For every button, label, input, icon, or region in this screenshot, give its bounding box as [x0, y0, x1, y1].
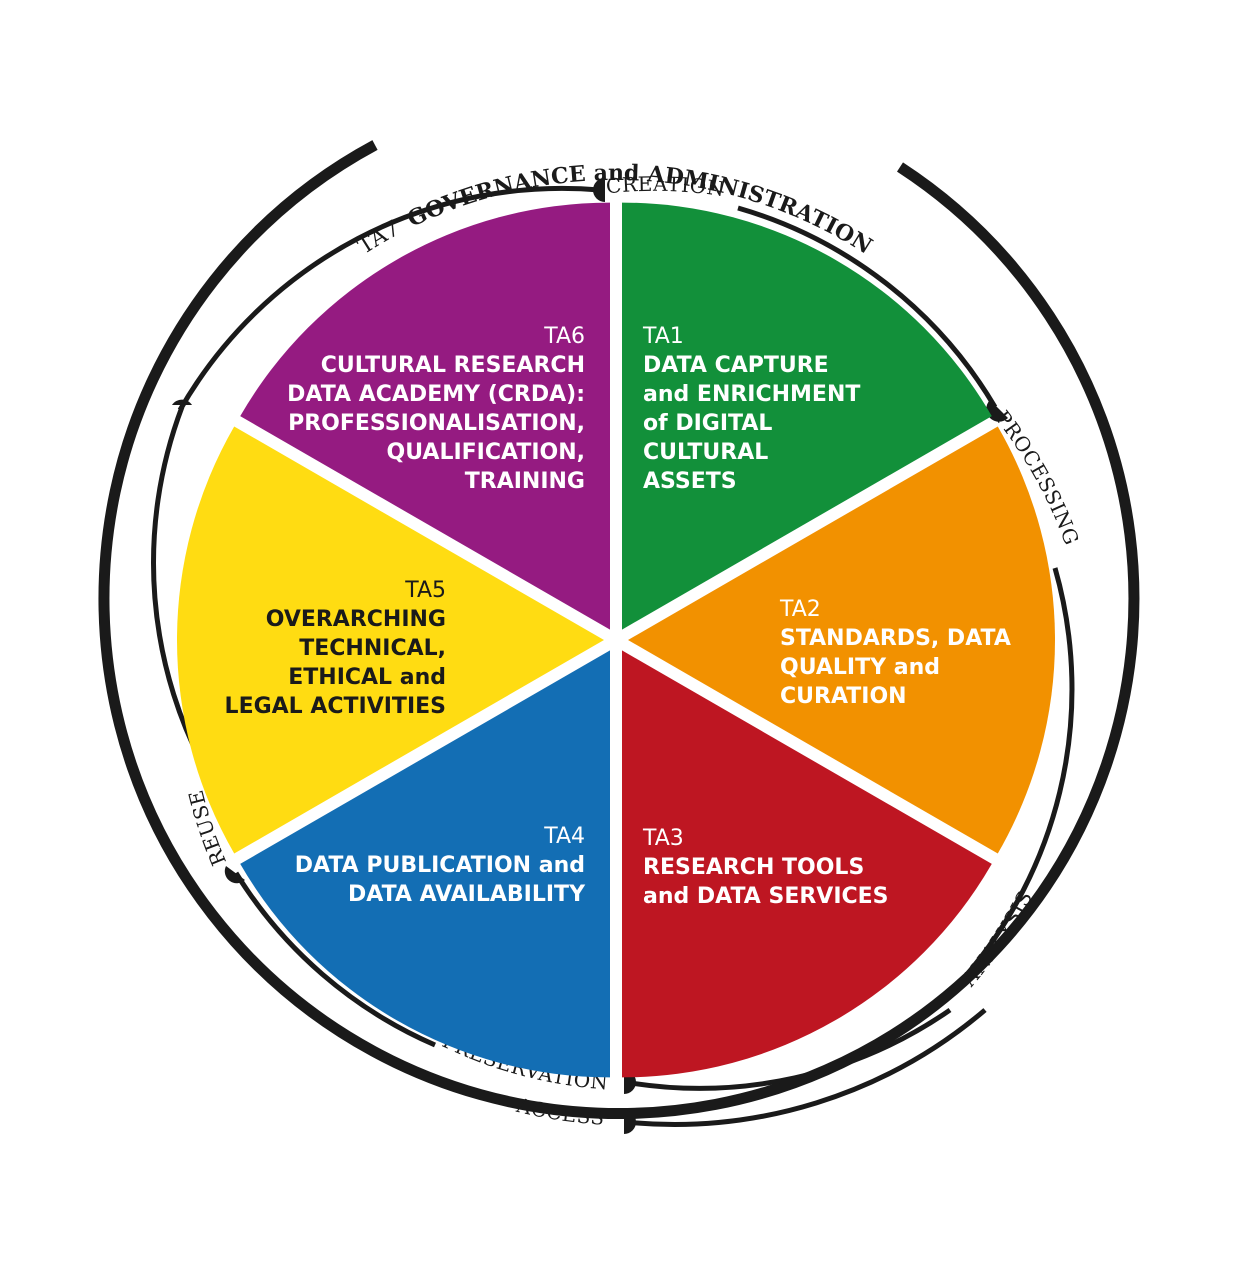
- lifecycle-arrows: [151, 185, 1075, 1127]
- segment-text-ta6: TA6 CULTURAL RESEARCH DATA ACADEMY (CRDA…: [287, 324, 585, 494]
- segments-pie: [176, 202, 1055, 1078]
- arrow-processing-to-analysis: [951, 567, 1075, 992]
- cap-processing: [986, 400, 1008, 422]
- ta1-code: TA1: [642, 324, 684, 349]
- segment-ta6: [240, 202, 610, 630]
- ta6-title-line-4: QUALIFICATION,: [387, 440, 585, 465]
- arrow-access-loop: [624, 1008, 987, 1127]
- segment-text-ta2: TA2 STANDARDS, DATA QUALITY and CURATION: [779, 597, 1011, 709]
- arrow-top-left: [177, 185, 601, 412]
- ta1-title-line-2: and ENRICHMENT: [643, 382, 860, 407]
- label-analysis: ANALYSIS: [956, 887, 1037, 992]
- ta1-title-line-1: DATA CAPTURE: [643, 353, 829, 378]
- outer-ring-arc: [98, 140, 1140, 1120]
- ta5-title-line-2: TECHNICAL,: [299, 636, 446, 661]
- arrow-preservation-to-reuse: [233, 871, 436, 1048]
- arrow-analysis-to-preservation: [624, 1007, 952, 1091]
- ta5-code: TA5: [404, 578, 446, 603]
- ta5-title-line-3: ETHICAL and: [288, 665, 446, 690]
- segment-ta1: [622, 202, 992, 630]
- ta2-title-line-2: QUALITY and: [780, 655, 940, 680]
- ta3-title-line-1: RESEARCH TOOLS: [643, 855, 864, 880]
- label-access: ACCESS: [513, 1093, 605, 1130]
- segment-ta5: [176, 426, 604, 854]
- ta4-title-line-1: DATA PUBLICATION and: [295, 853, 585, 878]
- ta5-title-line-1: OVERARCHING: [266, 607, 446, 632]
- segment-ta3: [622, 650, 992, 1078]
- ta2-title-line-3: CURATION: [780, 684, 907, 709]
- ta2-title-line-1: STANDARDS, DATA: [780, 626, 1011, 651]
- ta5-title-line-4: LEGAL ACTIVITIES: [225, 694, 446, 719]
- ta4-title-line-2: DATA AVAILABILITY: [348, 882, 586, 907]
- ta2-code: TA2: [779, 597, 821, 622]
- arrow-creation-to-processing: [737, 205, 998, 409]
- cap-reuse: [224, 866, 245, 884]
- ta4-code: TA4: [543, 824, 585, 849]
- segment-text-ta5: TA5 OVERARCHING TECHNICAL, ETHICAL and L…: [225, 578, 446, 719]
- ta6-title-line-3: PROFESSIONALISATION,: [288, 411, 585, 436]
- cap-top-left: [172, 399, 192, 405]
- segment-text-ta1: TA1 DATA CAPTURE and ENRICHMENT of DIGIT…: [642, 324, 860, 494]
- ta6-title-line-5: TRAINING: [465, 469, 585, 494]
- ta6-title-line-1: CULTURAL RESEARCH: [321, 353, 585, 378]
- cap-access: [624, 1110, 636, 1134]
- cap-creation: [593, 178, 605, 202]
- segment-text-ta4: TA4 DATA PUBLICATION and DATA AVAILABILI…: [295, 824, 586, 907]
- ta3-code: TA3: [642, 826, 684, 851]
- ta1-title-line-4: CULTURAL: [643, 440, 768, 465]
- ta1-title-line-5: ASSETS: [643, 469, 737, 494]
- ta3-title-line-2: and DATA SERVICES: [643, 884, 889, 909]
- ta1-title-line-3: of DIGITAL: [643, 411, 772, 436]
- segment-ta2: [628, 426, 1055, 854]
- segment-ta4: [240, 650, 610, 1078]
- ta6-title-line-2: DATA ACADEMY (CRDA):: [287, 382, 585, 407]
- segment-text-ta3: TA3 RESEARCH TOOLS and DATA SERVICES: [642, 826, 889, 909]
- ta6-code: TA6: [543, 324, 585, 349]
